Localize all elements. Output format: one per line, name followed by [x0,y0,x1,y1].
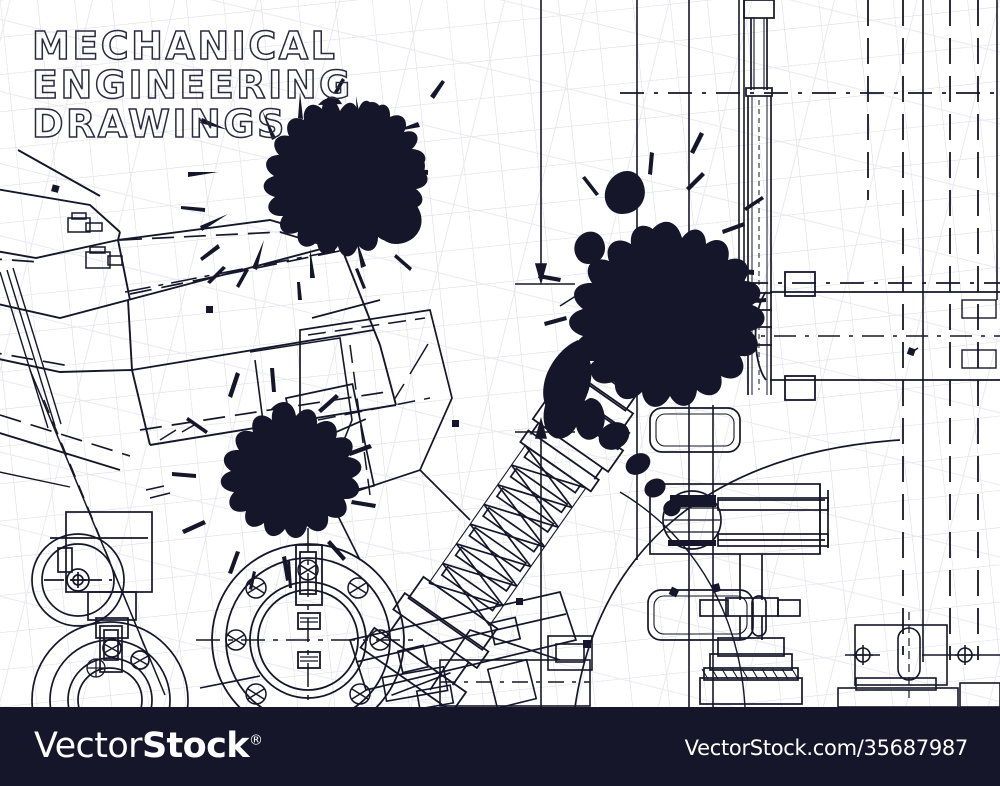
logo-text-vector: Vector [34,726,143,766]
title-line-3: DRAWINGS [32,102,287,146]
vectorstock-logo: VectorStock® [34,726,263,766]
poster-title-layer: MECHANICAL ENGINEERING DRAWINGS [31,23,353,147]
watermark-footer-bar: VectorStock® VectorStock.com/35687987 [0,707,1000,786]
technical-drawing-layer [0,0,1000,707]
blueprint-artboard: MECHANICAL ENGINEERING DRAWINGS [0,0,1000,707]
ink-splatter-layer [172,78,766,590]
registered-trademark-icon: ® [248,732,263,749]
logo-text-stock: Stock [141,726,250,766]
title-line-1: MECHANICAL [32,24,337,68]
title-line-2: ENGINEERING [32,63,353,107]
watermark-url: VectorStock.com/35687987 [684,736,969,760]
